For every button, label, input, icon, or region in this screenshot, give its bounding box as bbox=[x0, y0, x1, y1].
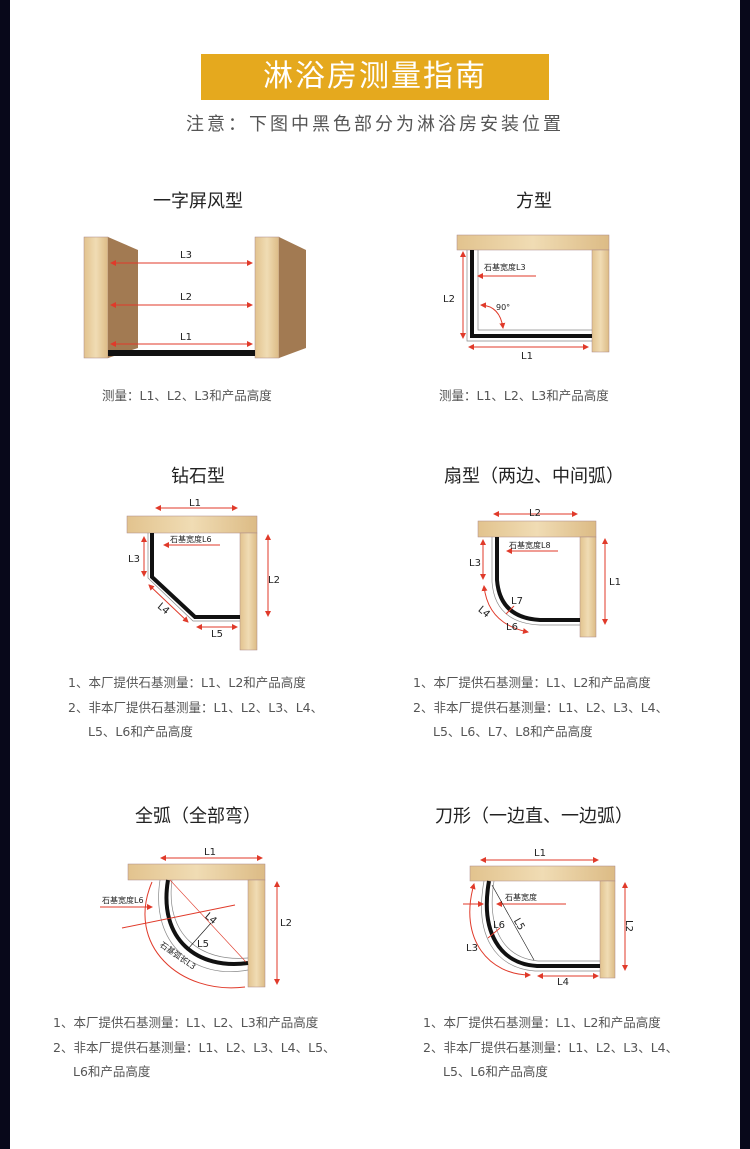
diagram-straight-screen: L3 L2 L1 bbox=[83, 236, 306, 359]
caption-line: 2、非本厂提供石基测量：L1、L2、L3、L4、 bbox=[423, 1039, 679, 1055]
caption-straight-screen: 测量：L1、L2、L3和产品高度 bbox=[102, 384, 272, 409]
label: L3 bbox=[180, 250, 192, 261]
heading-knife: 刀形（一边直、一边弧） bbox=[435, 806, 633, 827]
left-border bbox=[0, 0, 10, 1149]
label: L2 bbox=[180, 292, 192, 303]
label: L4 bbox=[557, 977, 569, 988]
label: L6 bbox=[493, 920, 505, 931]
label: 石基宽度L8 bbox=[509, 540, 551, 550]
heading-full-arc: 全弧（全部弯） bbox=[135, 806, 261, 827]
diagram-fan: L2 石基宽度L8 L3 L1 L7 L4 L6 bbox=[469, 508, 621, 638]
caption-line: 2、非本厂提供石基测量：L1、L2、L3、L4、L5、 bbox=[53, 1039, 336, 1055]
diagram-knife: L1 石基宽度 L6 L5 L2 L3 L4 bbox=[463, 848, 634, 988]
label: L1 bbox=[204, 847, 216, 858]
label: L2 bbox=[280, 918, 292, 929]
page-title: 淋浴房测量指南 bbox=[201, 54, 549, 100]
diagram-diamond: L1 石基宽度L6 L3 L2 L4 L5 bbox=[126, 498, 280, 651]
label: 石基宽度L3 bbox=[484, 262, 526, 272]
label: L3 bbox=[469, 558, 481, 569]
caption-line: 测量：L1、L2、L3和产品高度 bbox=[439, 388, 609, 403]
caption-diamond: 1、本厂提供石基测量：L1、L2和产品高度 2、非本厂提供石基测量：L1、L2、L… bbox=[68, 671, 323, 745]
label: 90° bbox=[496, 303, 510, 312]
caption-fan: 1、本厂提供石基测量：L1、L2和产品高度 2、非本厂提供石基测量：L1、L2、L… bbox=[413, 671, 668, 745]
caption-knife: 1、本厂提供石基测量：L1、L2和产品高度 2、非本厂提供石基测量：L1、L2、L… bbox=[423, 1011, 678, 1085]
heading-square: 方型 bbox=[516, 191, 552, 212]
caption-line: 测量：L1、L2、L3和产品高度 bbox=[102, 388, 272, 403]
label: L3 bbox=[128, 554, 140, 565]
label: L5 bbox=[211, 629, 223, 640]
label: L2 bbox=[268, 575, 280, 586]
label: L3 bbox=[466, 943, 478, 954]
label: L1 bbox=[189, 498, 201, 509]
heading-fan: 扇型（两边、中间弧） bbox=[444, 466, 624, 487]
caption-line: 1、本厂提供石基测量：L1、L2和产品高度 bbox=[413, 675, 651, 690]
label: L1 bbox=[609, 577, 621, 588]
caption-line: L5、L6和产品高度 bbox=[88, 724, 193, 739]
caption-line: 2、非本厂提供石基测量：L1、L2、L3、L4、 bbox=[413, 699, 669, 715]
label: L1 bbox=[180, 332, 192, 343]
caption-line: 1、本厂提供石基测量：L1、L2、L3和产品高度 bbox=[53, 1015, 319, 1030]
caption-line: L5、L6和产品高度 bbox=[443, 1064, 548, 1079]
label: L1 bbox=[534, 848, 546, 859]
caption-full-arc: 1、本厂提供石基测量：L1、L2、L3和产品高度 2、非本厂提供石基测量：L1、L… bbox=[53, 1011, 336, 1085]
caption-line: 2、非本厂提供石基测量：L1、L2、L3、L4、 bbox=[68, 699, 324, 715]
heading-straight-screen: 一字屏风型 bbox=[153, 191, 243, 212]
label: 石基宽度 bbox=[505, 892, 537, 902]
label: L2 bbox=[623, 920, 634, 932]
right-border bbox=[740, 0, 750, 1149]
label: L1 bbox=[521, 351, 533, 362]
caption-line: 1、本厂提供石基测量：L1、L2和产品高度 bbox=[423, 1015, 661, 1030]
page-subtitle: 注意：下图中黑色部分为淋浴房安装位置 bbox=[186, 114, 564, 135]
label: L7 bbox=[511, 596, 523, 607]
label: L2 bbox=[443, 294, 455, 305]
label: 石基宽度L6 bbox=[102, 895, 144, 905]
heading-diamond: 钻石型 bbox=[171, 466, 225, 487]
caption-line: L6和产品高度 bbox=[73, 1064, 151, 1079]
label: 石基宽度L6 bbox=[170, 534, 212, 544]
label: L4 bbox=[202, 911, 218, 927]
diagram-full-arc: 石基宽度L6 L1 L4 L5 L2 石基弧长L3 bbox=[100, 847, 292, 989]
label: L2 bbox=[529, 508, 541, 519]
caption-square: 测量：L1、L2、L3和产品高度 bbox=[439, 384, 609, 409]
caption-line: 1、本厂提供石基测量：L1、L2和产品高度 bbox=[68, 675, 306, 690]
caption-line: L5、L6、L7、L8和产品高度 bbox=[433, 724, 593, 739]
label: L6 bbox=[506, 622, 518, 633]
label: L5 bbox=[197, 939, 209, 950]
label: L5 bbox=[511, 917, 526, 933]
diagram-square: 石基宽度L3 L2 90° L1 bbox=[443, 234, 610, 362]
label: L4 bbox=[476, 604, 492, 620]
